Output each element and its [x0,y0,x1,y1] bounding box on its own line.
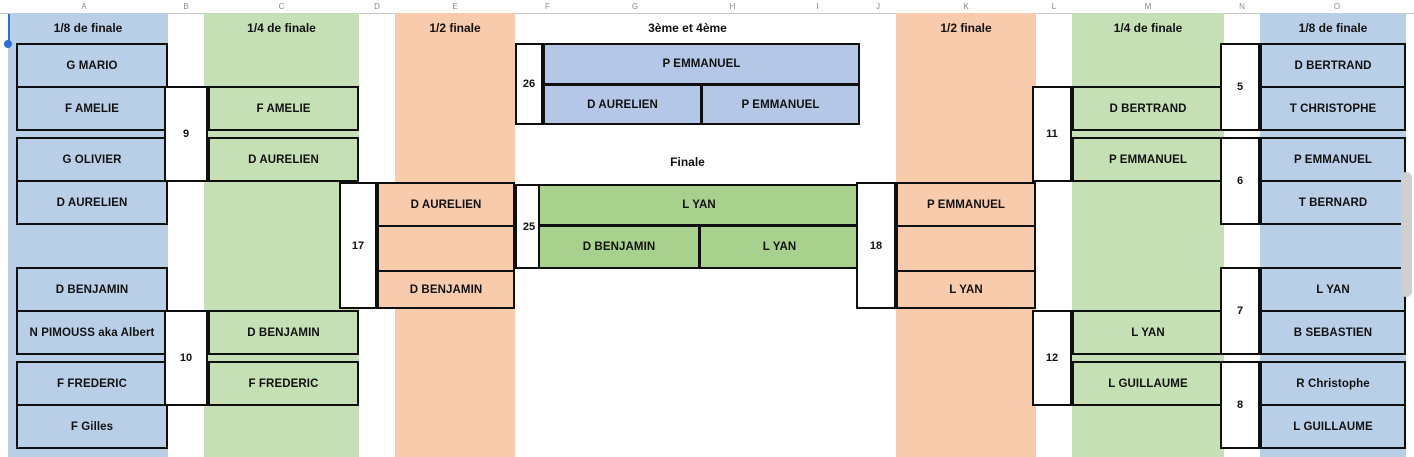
left-qf-match-number-9: 9 [164,86,208,182]
column-header-A[interactable]: A [0,0,169,14]
round-header-left-r16: 1/8 de finale [53,21,123,35]
right-sf-top[interactable]: P EMMANUEL [896,182,1036,227]
column-header-C[interactable]: C [204,0,360,14]
third-place-left-player[interactable]: D AURELIEN [543,84,702,125]
round-header-right-r16: 1/8 de finale [1298,21,1368,35]
column-header-K[interactable]: K [896,0,1037,14]
left-sf-match-number-17: 17 [339,182,377,309]
round-header-left-sf: 1/2 finale [429,21,481,35]
column-header-I[interactable]: I [775,0,861,14]
right-r16-match-number-6: 6 [1220,137,1260,225]
left-r16-slot-7[interactable]: F FREDERIC [16,361,168,406]
final-right-player[interactable]: L YAN [699,225,860,269]
left-r16-slot-4[interactable]: D AURELIEN [16,180,168,225]
selection-handle[interactable] [4,40,12,48]
third-place-right-player[interactable]: P EMMANUEL [701,84,860,125]
left-qf-2-bottom[interactable]: F FREDERIC [208,361,359,406]
column-header-M[interactable]: M [1072,0,1225,14]
column-header-N[interactable]: N [1224,0,1261,14]
right-qf-2-top[interactable]: L YAN [1072,310,1224,355]
left-r16-slot-5[interactable]: D BENJAMIN [16,267,168,312]
right-qf-match-number-11: 11 [1032,86,1072,182]
round-header-left-qf: 1/4 de finale [247,21,316,35]
right-r16-slot-8[interactable]: L GUILLAUME [1260,404,1406,449]
right-r16-slot-7[interactable]: R Christophe [1260,361,1406,406]
right-sf-gap [896,227,1036,270]
left-sf-top[interactable]: D AURELIEN [377,182,515,227]
selection-edge [8,14,10,44]
right-qf-2-bottom[interactable]: L GUILLAUME [1072,361,1224,406]
right-r16-slot-2[interactable]: T CHRISTOPHE [1260,86,1406,131]
final-winner[interactable]: L YAN [538,184,860,226]
round-header-right-sf: 1/2 finale [940,21,992,35]
column-header-J[interactable]: J [860,0,897,14]
third-place-winner[interactable]: P EMMANUEL [543,43,860,85]
right-r16-slot-6[interactable]: B SEBASTIEN [1260,310,1406,355]
right-r16-match-number-5: 5 [1220,43,1260,131]
right-sf-match-number-18: 18 [856,182,896,309]
column-header-O[interactable]: O [1260,0,1414,14]
right-r16-slot-5[interactable]: L YAN [1260,267,1406,312]
left-r16-slot-3[interactable]: G OLIVIER [16,137,168,182]
vertical-scrollbar-thumb[interactable] [1401,172,1412,297]
left-sf-bottom[interactable]: D BENJAMIN [377,270,515,309]
left-r16-slot-8[interactable]: F Gilles [16,404,168,449]
right-r16-match-number-8: 8 [1220,361,1260,449]
column-header-L[interactable]: L [1036,0,1073,14]
round-header-third-place: 3ème et 4ème [648,21,727,35]
left-r16-slot-2[interactable]: F AMELIE [16,86,168,131]
left-sf-gap [377,227,515,270]
left-r16-slot-6[interactable]: N PIMOUSS aka Albert [16,310,168,355]
left-qf-match-number-10: 10 [164,310,208,406]
right-sf-bottom[interactable]: L YAN [896,270,1036,309]
round-header-right-qf: 1/4 de finale [1113,21,1183,35]
right-qf-1-top[interactable]: D BERTRAND [1072,86,1224,131]
column-header-B[interactable]: B [168,0,205,14]
right-qf-1-bottom[interactable]: P EMMANUEL [1072,137,1224,182]
column-header-G[interactable]: G [580,0,691,14]
round-header-final: Finale [670,155,705,169]
right-r16-slot-4[interactable]: T BERNARD [1260,180,1406,225]
third-place-match-number-26: 26 [515,43,543,125]
left-qf-1-top[interactable]: F AMELIE [208,86,359,131]
right-r16-slot-3[interactable]: P EMMANUEL [1260,137,1406,182]
left-qf-1-bottom[interactable]: D AURELIEN [208,137,359,182]
column-header-D[interactable]: D [359,0,396,14]
column-header-F[interactable]: F [515,0,581,14]
final-left-player[interactable]: D BENJAMIN [538,225,700,269]
right-qf-match-number-12: 12 [1032,310,1072,406]
right-r16-match-number-7: 7 [1220,267,1260,355]
column-header-E[interactable]: E [395,0,516,14]
left-qf-2-top[interactable]: D BENJAMIN [208,310,359,355]
right-r16-slot-1[interactable]: D BERTRAND [1260,43,1406,88]
left-r16-slot-1[interactable]: G MARIO [16,43,168,88]
column-header-H[interactable]: H [690,0,776,14]
